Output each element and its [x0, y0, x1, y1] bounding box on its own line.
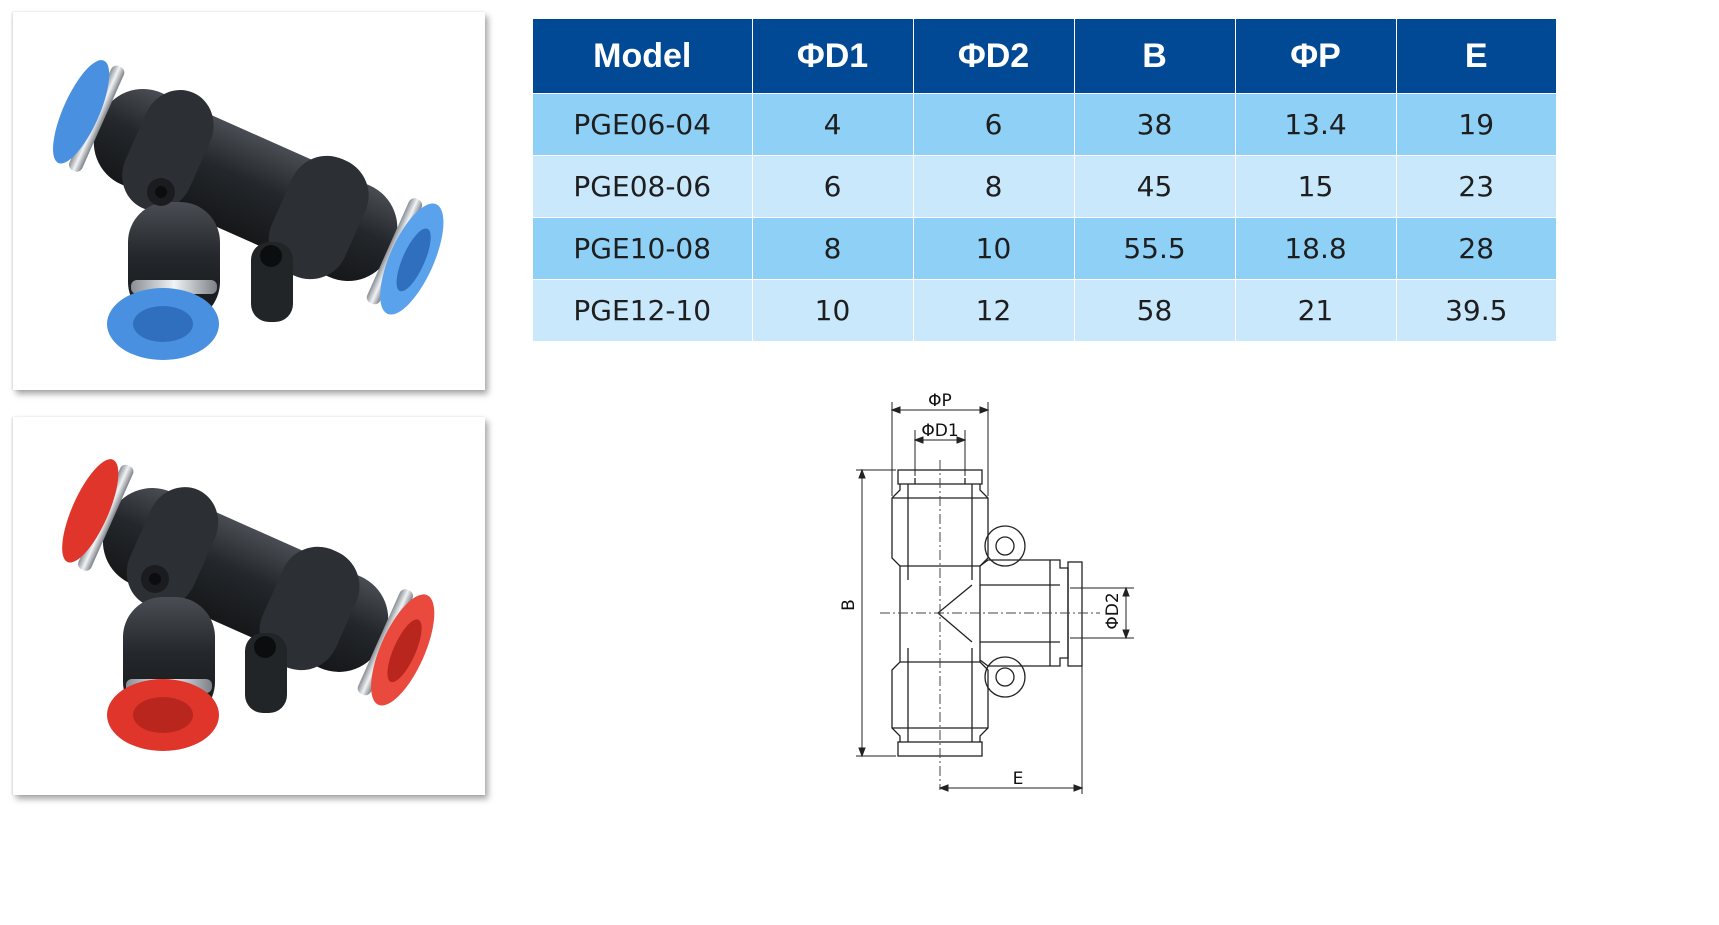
- col-header-p: ΦP: [1234, 19, 1396, 94]
- table-row: PGE08-06 6 8 45 15 23: [533, 155, 1556, 218]
- cell-d2: 6: [912, 93, 1074, 156]
- label-b: B: [840, 599, 859, 611]
- cell-model: PGE10-08: [533, 217, 752, 280]
- collet-left-blue: [53, 60, 110, 164]
- col-header-b: B: [1073, 19, 1235, 94]
- cell-b: 58: [1073, 279, 1235, 341]
- cell-d2: 12: [912, 279, 1074, 341]
- cell-e: 28: [1395, 217, 1556, 280]
- product-photo-blue: [13, 12, 485, 390]
- dimension-drawing: ΦP ΦD1 B ΦD2 E: [840, 391, 1134, 794]
- label-phi-d1: ΦD1: [921, 421, 958, 441]
- cell-d2: 10: [912, 217, 1074, 280]
- cell-p: 18.8: [1234, 217, 1396, 280]
- tee-fitting-blue-illustration: [53, 60, 444, 360]
- product-photo-red: [13, 417, 485, 795]
- cell-e: 19: [1395, 93, 1556, 156]
- col-header-model: Model: [533, 19, 752, 94]
- cell-model: PGE08-06: [533, 155, 752, 218]
- cell-e: 39.5: [1395, 279, 1556, 341]
- cell-b: 38: [1073, 93, 1235, 156]
- cell-d2: 8: [912, 155, 1074, 218]
- table-row: PGE12-10 10 12 58 21 39.5: [533, 279, 1556, 341]
- table-header-row: Model ΦD1 ΦD2 B ΦP E: [533, 19, 1556, 94]
- cell-d1: 4: [751, 93, 913, 156]
- cell-d1: 6: [751, 155, 913, 218]
- cell-model: PGE06-04: [533, 93, 752, 156]
- cell-d1: 8: [751, 217, 913, 280]
- label-phi-d2: ΦD2: [1103, 592, 1123, 629]
- table-row: PGE10-08 8 10 55.5 18.8 28: [533, 217, 1556, 280]
- spec-table: Model ΦD1 ΦD2 B ΦP E PGE06-04 4 6 38 13.…: [533, 19, 1556, 341]
- cell-p: 15: [1234, 155, 1396, 218]
- cell-d1: 10: [751, 279, 913, 341]
- cell-b: 45: [1073, 155, 1235, 218]
- col-header-e: E: [1395, 19, 1556, 94]
- col-header-d2: ΦD2: [912, 19, 1074, 94]
- label-e: E: [1013, 769, 1024, 789]
- tee-fitting-red-illustration: [62, 459, 435, 751]
- cell-b: 55.5: [1073, 217, 1235, 280]
- label-phi-p: ΦP: [928, 391, 952, 411]
- cell-p: 21: [1234, 279, 1396, 341]
- col-header-d1: ΦD1: [751, 19, 913, 94]
- collet-left-red: [62, 459, 119, 563]
- cell-e: 23: [1395, 155, 1556, 218]
- cell-p: 13.4: [1234, 93, 1396, 156]
- cell-model: PGE12-10: [533, 279, 752, 341]
- table-row: PGE06-04 4 6 38 13.4 19: [533, 93, 1556, 156]
